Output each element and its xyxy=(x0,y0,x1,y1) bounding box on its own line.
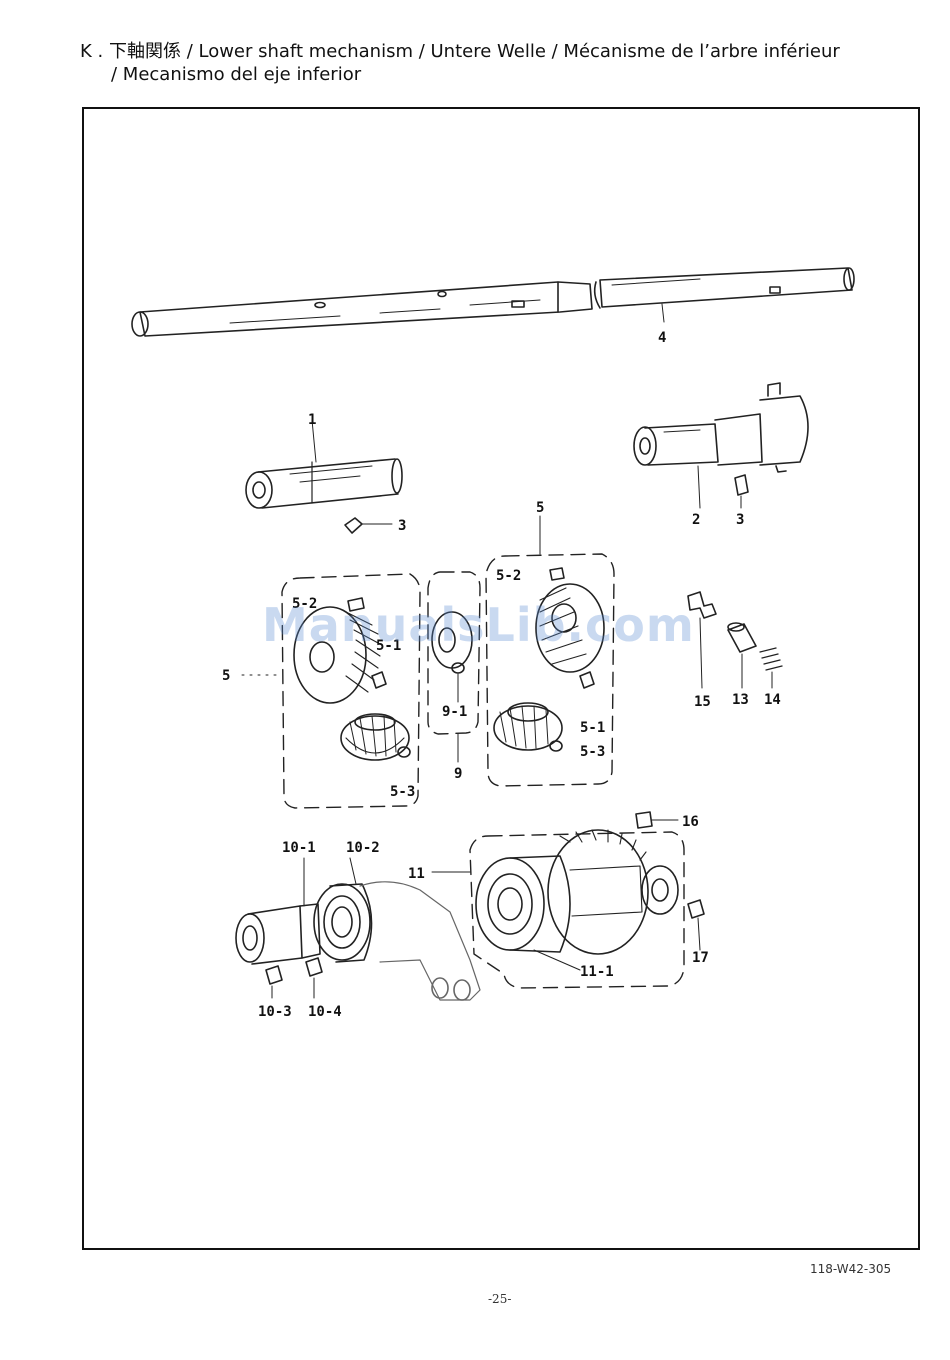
callout-10-4: 10-4 xyxy=(308,1004,342,1020)
callout-10-2: 10-2 xyxy=(346,840,380,856)
crank-assembly-drawing xyxy=(236,858,480,1000)
sleeve-drawing xyxy=(246,420,402,533)
callout-10-3: 10-3 xyxy=(258,1004,292,1020)
bushing-drawing xyxy=(634,383,808,508)
callout-5-2-right: 5-2 xyxy=(496,568,521,584)
callout-17: 17 xyxy=(692,950,709,966)
callout-11-1: 11-1 xyxy=(580,964,614,980)
callout-5-3-left: 5-3 xyxy=(390,784,415,800)
callout-11: 11 xyxy=(408,866,425,882)
callout-2: 2 xyxy=(692,512,700,528)
page-number: -25- xyxy=(488,1292,511,1306)
callout-5-left: 5 xyxy=(222,668,230,684)
watermark: ManualsLib.com xyxy=(262,598,695,652)
small-parts-drawing xyxy=(688,592,782,688)
callout-1: 1 xyxy=(308,412,316,428)
callout-3-left: 3 xyxy=(398,518,406,534)
callout-5-1-right: 5-1 xyxy=(580,720,605,736)
callout-5-top: 5 xyxy=(536,500,544,516)
callout-9: 9 xyxy=(454,766,462,782)
callout-9-1: 9-1 xyxy=(442,704,467,720)
callout-5-3-right: 5-3 xyxy=(580,744,605,760)
callout-4: 4 xyxy=(658,330,666,346)
callout-10-1: 10-1 xyxy=(282,840,316,856)
callout-16: 16 xyxy=(682,814,699,830)
callout-3-right: 3 xyxy=(736,512,744,528)
pulley-assembly-drawing xyxy=(432,812,704,988)
document-number: 118-W42-305 xyxy=(810,1262,891,1276)
lower-shaft-drawing xyxy=(132,268,854,336)
callout-15: 15 xyxy=(694,694,711,710)
callout-13: 13 xyxy=(732,692,749,708)
callout-14: 14 xyxy=(764,692,781,708)
